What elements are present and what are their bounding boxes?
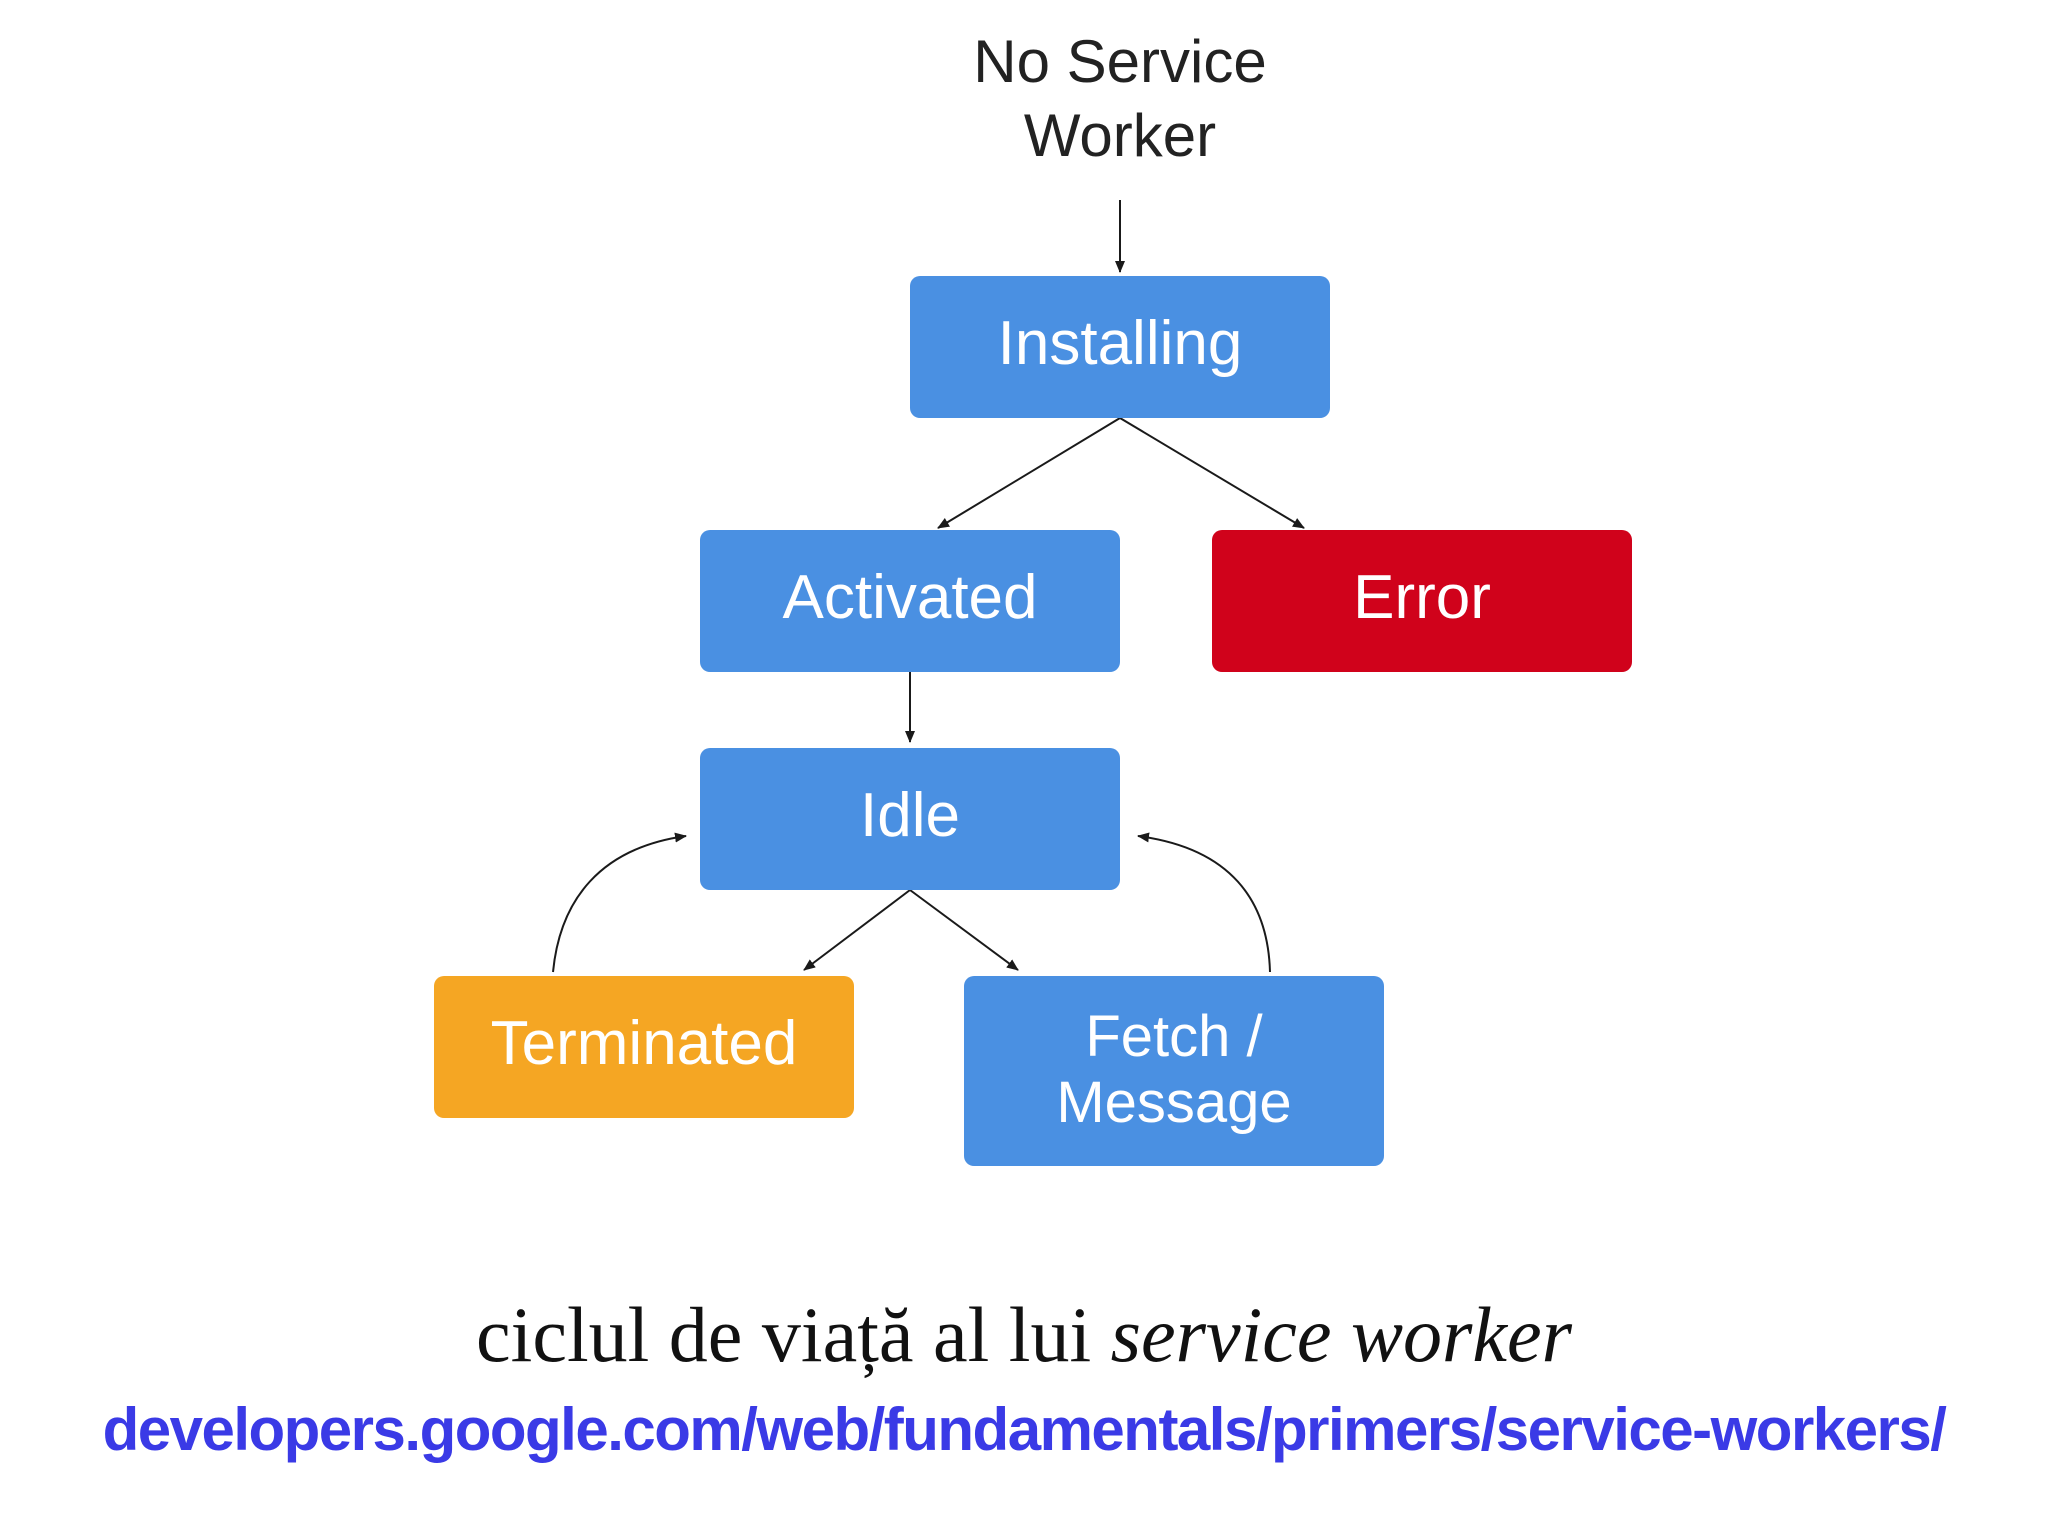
edge-terminated-to-idle bbox=[552, 832, 687, 973]
node-fetch-message: Fetch / Message bbox=[964, 976, 1384, 1166]
node-installing-box bbox=[910, 276, 1330, 418]
edge-idle-to-terminated bbox=[803, 889, 911, 971]
node-activated-label: Activated bbox=[782, 563, 1037, 632]
caption-title: ciclul de viață al lui service worker bbox=[0, 1290, 2048, 1380]
node-error-label: Error bbox=[1353, 563, 1491, 632]
source-link[interactable]: developers.google.com/web/fundamentals/p… bbox=[102, 1396, 1947, 1463]
node-idle-label: Idle bbox=[860, 781, 960, 850]
node-installing: Installing bbox=[910, 276, 1330, 418]
node-terminated-box bbox=[434, 976, 854, 1118]
node-activated-box bbox=[700, 530, 1120, 672]
start-label-line1: No Service bbox=[973, 28, 1266, 95]
node-idle: Idle bbox=[700, 748, 1120, 890]
edge-fetch-to-idle bbox=[1137, 832, 1271, 973]
caption-emphasis: service worker bbox=[1110, 1291, 1572, 1378]
node-activated: Activated bbox=[700, 530, 1120, 672]
edge-installing-to-activated bbox=[937, 417, 1121, 529]
node-error-box bbox=[1212, 530, 1632, 672]
node-idle-box bbox=[700, 748, 1120, 890]
node-error: Error bbox=[1212, 530, 1632, 672]
edge-installing-to-error bbox=[1119, 417, 1305, 529]
node-terminated-label: Terminated bbox=[491, 1009, 798, 1078]
edge-idle-to-fetch bbox=[909, 889, 1019, 971]
node-fetch-message-label-line1: Fetch / bbox=[1085, 1004, 1263, 1069]
node-installing-label: Installing bbox=[998, 309, 1243, 378]
node-fetch-message-box bbox=[964, 976, 1384, 1166]
start-label-line2: Worker bbox=[1024, 102, 1216, 169]
node-terminated: Terminated bbox=[434, 976, 854, 1118]
caption-text: ciclul de viață al lui bbox=[476, 1291, 1111, 1378]
node-fetch-message-label-line2: Message bbox=[1056, 1070, 1291, 1135]
